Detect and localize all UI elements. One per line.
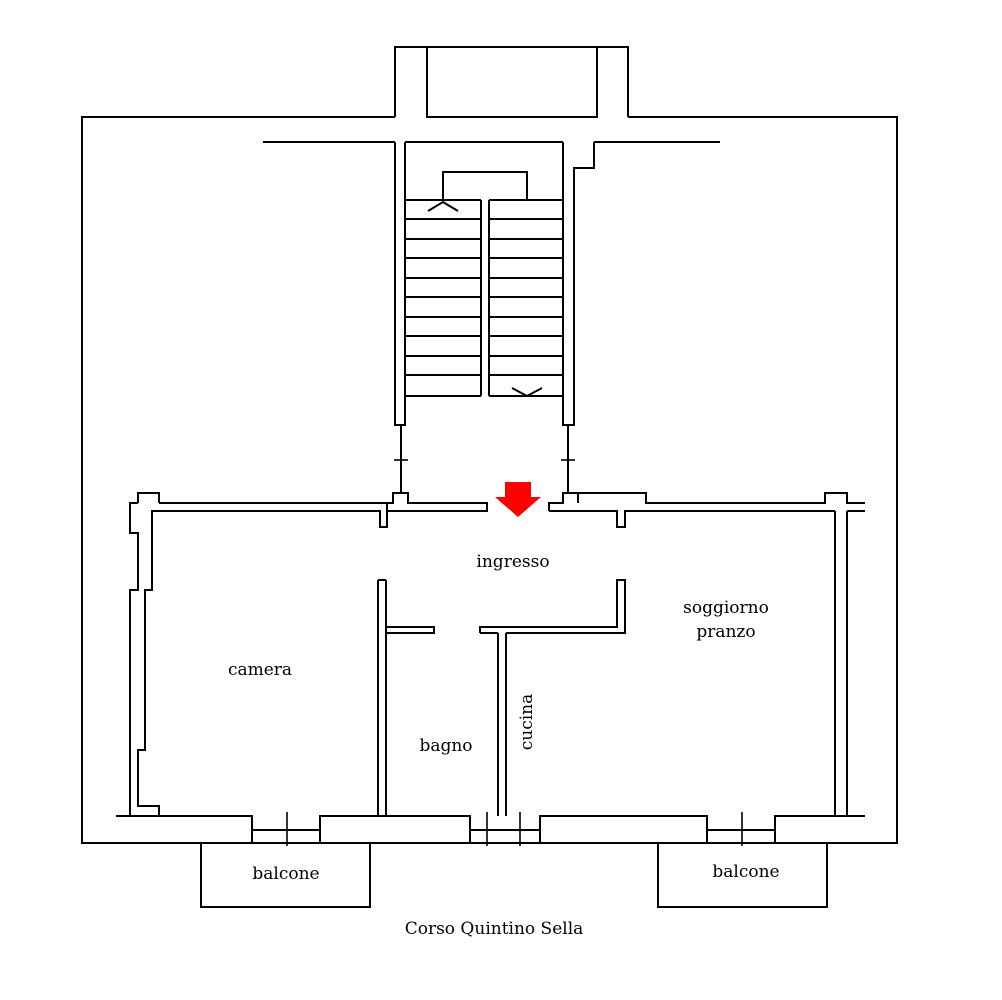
entrance-arrow-down-icon [495, 482, 541, 517]
label-bagno: bagno [419, 736, 472, 756]
bagno-door-stub [386, 626, 435, 634]
balcony-right [657, 843, 828, 908]
top-projection [394, 46, 629, 117]
cucina-door-stub [479, 579, 626, 634]
stair-up-chevron-icon [427, 200, 459, 212]
label-pranzo: pranzo [696, 622, 755, 642]
entrance-jamb-right [548, 492, 579, 511]
partition-bagno-cucina [497, 633, 507, 816]
stair-treads-right [489, 199, 563, 397]
south-wall [116, 815, 835, 831]
apartment-north-wall-right-inner [549, 510, 835, 528]
west-wall-outer [116, 502, 139, 817]
label-cucina: cucina [517, 694, 537, 751]
building-outline [81, 116, 898, 844]
apartment-north-wall-left [159, 502, 388, 528]
stairwell-wall-left [394, 142, 406, 426]
stair-down-chevron-icon [511, 387, 543, 398]
street-name: Corso Quintino Sella [405, 919, 584, 939]
label-ingresso: ingresso [476, 552, 549, 572]
entrance-jamb-left [387, 492, 488, 512]
partition-camera-bagno [377, 579, 387, 816]
label-soggiorno: soggiorno [683, 598, 769, 618]
west-wall-inner [137, 510, 160, 816]
balcony-left [200, 843, 371, 908]
apartment-north-wall-left-outer [137, 492, 160, 503]
label-camera: camera [228, 660, 292, 680]
stairwell-wall-right [562, 142, 595, 426]
label-balcone-right: balcone [712, 862, 779, 882]
stair-treads-left [405, 199, 481, 397]
label-balcone-left: balcone [252, 864, 319, 884]
top-projection-inner [426, 47, 598, 118]
stair-upper-loop [442, 171, 528, 200]
south-wall-bottom [251, 830, 776, 843]
apartment-north-wall-right [577, 492, 865, 504]
